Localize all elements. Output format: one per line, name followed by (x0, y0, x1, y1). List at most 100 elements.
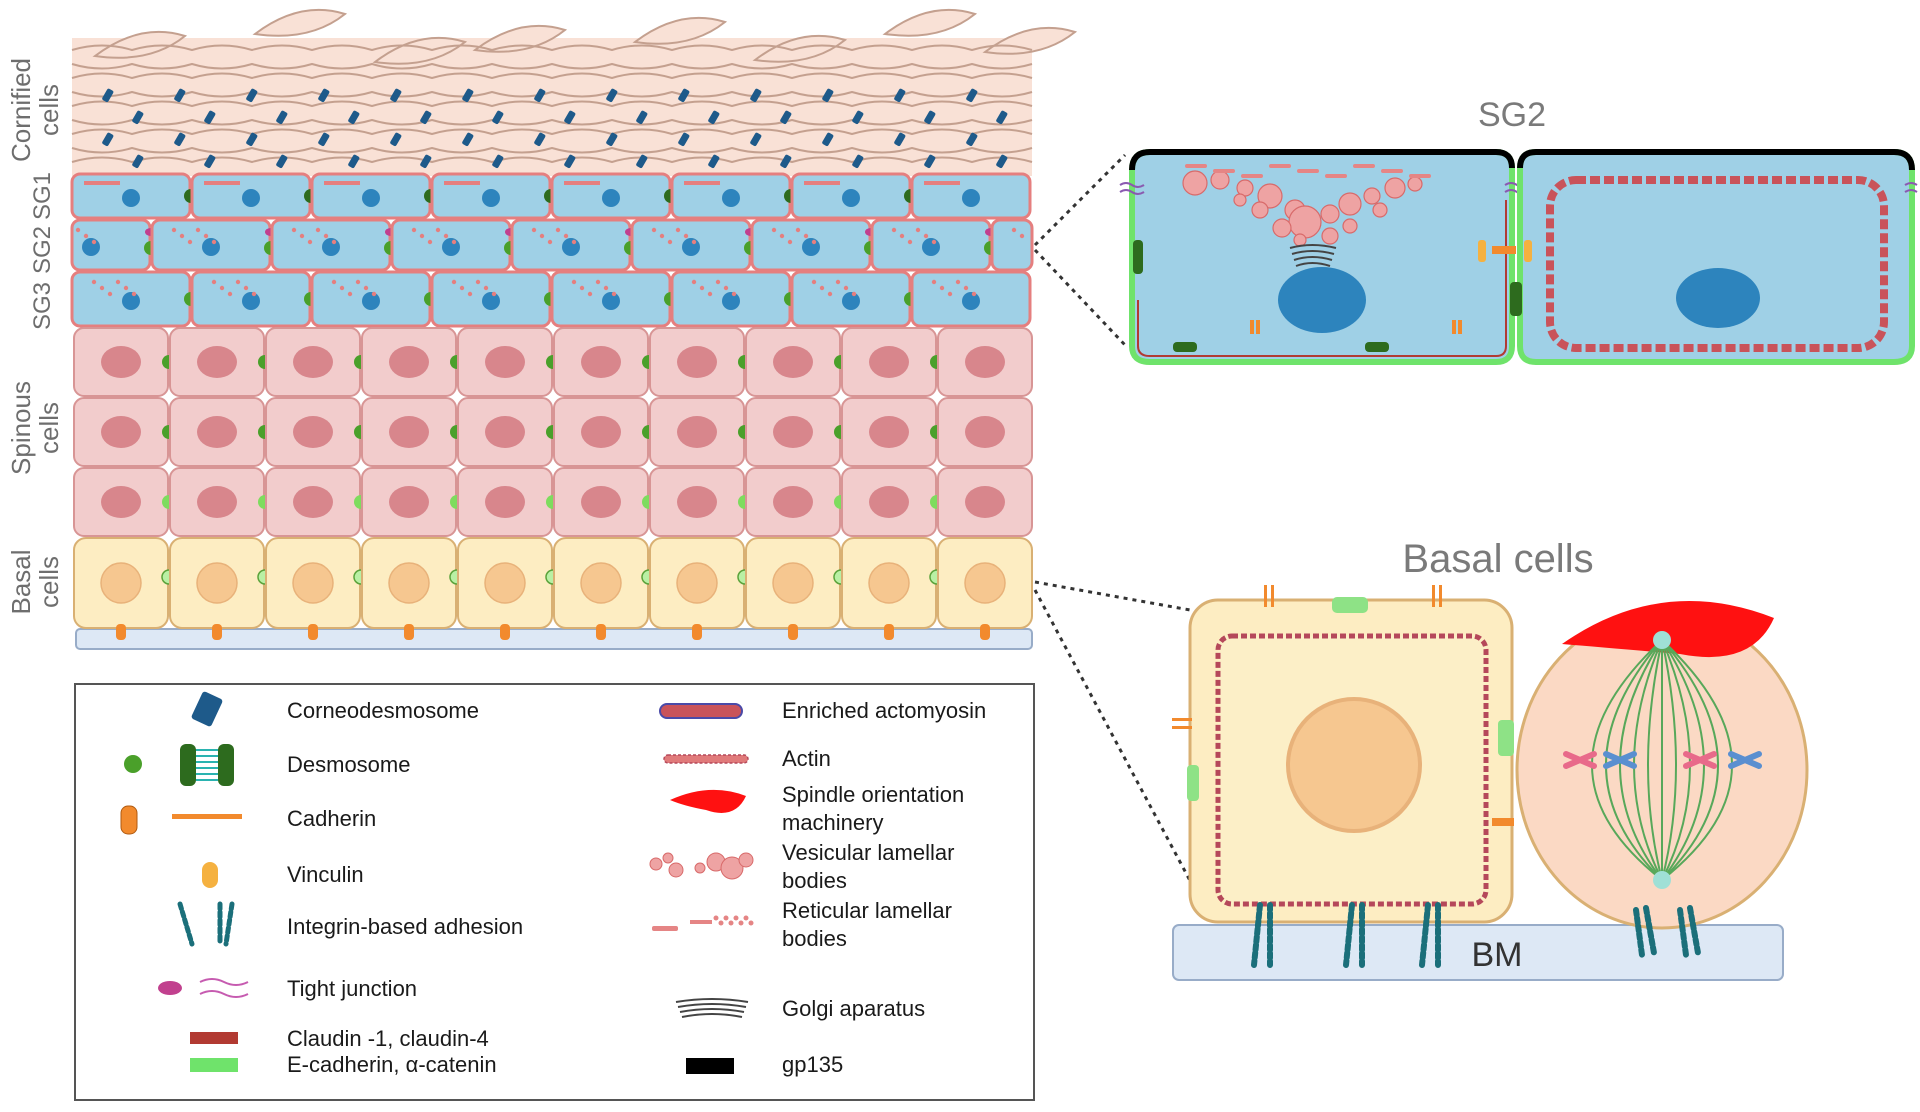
lamellar-vesicle (291, 227, 297, 233)
corneodesmosome-mark (462, 88, 474, 103)
lamellar-vesicle (1338, 192, 1362, 216)
cadherin-mark (1250, 320, 1254, 334)
lamellar-vesicle (115, 279, 121, 285)
lamellar-vesicle (707, 291, 713, 297)
nucleus (482, 292, 500, 310)
nucleus (293, 416, 333, 448)
lamellar-vesicle (955, 279, 961, 285)
lamellar-vesicle (675, 227, 681, 233)
corneodesmosome-mark (204, 154, 216, 169)
claudin-icon (190, 1032, 238, 1044)
layer-label-spinous: Spinous (6, 381, 36, 475)
lamellar-vesicle (1233, 193, 1247, 207)
lamellar-vesicle (75, 227, 81, 233)
nucleus (1278, 267, 1366, 333)
corneodesmosome-mark (492, 154, 504, 169)
lamellar-vesicle (835, 279, 841, 285)
nucleus (362, 292, 380, 310)
lamellar-vesicle (331, 239, 337, 245)
corneodesmosome-mark (708, 154, 720, 169)
nucleus (197, 416, 237, 448)
corneodesmosome-mark (822, 88, 834, 103)
cadherin-mark (1271, 585, 1274, 607)
lamellar-vesicle (843, 285, 849, 291)
lamellar-vesicle (923, 233, 929, 239)
nucleus (242, 292, 260, 310)
nucleus (682, 238, 700, 256)
nucleus (482, 189, 500, 207)
nucleus (388, 562, 430, 604)
lamellar-vesicle (595, 279, 601, 285)
layer-labels: CornifiedcellsSG1SG2SG3SpinouscellsBasal… (6, 58, 64, 615)
integrin-mark (1251, 902, 1273, 968)
layer-label-cornified: Cornified (6, 58, 36, 162)
lamellar-vesicle (443, 233, 449, 239)
lamellar-vesicle (891, 227, 897, 233)
corneocyte-flake (882, 8, 978, 37)
corneocyte-outline (71, 44, 1033, 52)
lamellar-vesicle (467, 291, 473, 297)
corneodesmosome-mark (894, 132, 906, 147)
corneodesmosome-mark (246, 132, 258, 147)
corneodesmosome-mark (420, 154, 432, 169)
legend-label-spindle: Spindle orientation (782, 782, 964, 807)
lamellar-vesicle (963, 285, 969, 291)
lamellar-vesicle (355, 279, 361, 285)
corneodesmosome-mark (276, 154, 288, 169)
nucleus (484, 562, 526, 604)
lamellar-vesicle (1272, 218, 1292, 238)
sg2-panel (1119, 149, 1918, 365)
nucleus (196, 562, 238, 604)
legend-label-claudin: Claudin -1, claudin-4 (287, 1026, 489, 1051)
corneodesmosome-mark (780, 154, 792, 169)
legend-label-corneodesmosome: Corneodesmosome (287, 698, 479, 723)
legend-box (74, 683, 1035, 1101)
corneodesmosome-mark (174, 132, 186, 147)
nucleus (101, 486, 141, 518)
lamellar-vesicle (411, 227, 417, 233)
tight-junction-mark (1119, 182, 1145, 195)
corneodesmosome-mark (924, 154, 936, 169)
nucleus (581, 346, 621, 378)
nucleus (389, 346, 429, 378)
corneodesmosome-mark (318, 88, 330, 103)
reticular-body (1353, 164, 1375, 168)
corneodesmosome-mark (534, 88, 546, 103)
basal-layer (73, 537, 1033, 650)
chromosome-mark (1603, 751, 1637, 769)
claudin-mark (1137, 200, 1507, 357)
desmosome-mark (1365, 342, 1389, 352)
corneodesmosome-mark (492, 110, 504, 125)
legend-label-desmosome: Desmosome (287, 752, 410, 777)
corneodesmosome-mark (852, 110, 864, 125)
legend-label-integrin: Integrin-based adhesion (287, 914, 523, 939)
spindle-fiber (1661, 639, 1677, 881)
nucleus (964, 562, 1006, 604)
lamellar-vesicle (459, 285, 465, 291)
lamellar-vesicle (1321, 227, 1339, 245)
cadherin-mark (1172, 718, 1192, 721)
lamellar-vesicle (811, 279, 817, 285)
corneodesmosome-mark (204, 110, 216, 125)
lamellar-vesicle (611, 291, 617, 297)
reticular-body (1409, 174, 1431, 178)
lamellar-vesicle (1363, 187, 1381, 205)
legend-label-gp135: gp135 (782, 1052, 843, 1077)
corneodesmosome-mark (750, 88, 762, 103)
nucleus (772, 562, 814, 604)
reticular-body (1381, 169, 1403, 173)
cadherin-mark (1172, 726, 1192, 729)
nucleus (677, 416, 717, 448)
corneodesmosome-mark (246, 88, 258, 103)
corneodesmosome-mark (102, 132, 114, 147)
lamellar-vesicle (1257, 183, 1283, 209)
corneocyte-flake (472, 24, 568, 53)
lamellar-vesicle (451, 239, 457, 245)
centrosome-mark (1653, 871, 1671, 889)
lamellar-vesicle (1293, 233, 1307, 247)
nucleus (602, 189, 620, 207)
lamellar-vesicle (435, 227, 441, 233)
nucleus (101, 416, 141, 448)
lamellar-vesicle (91, 239, 97, 245)
